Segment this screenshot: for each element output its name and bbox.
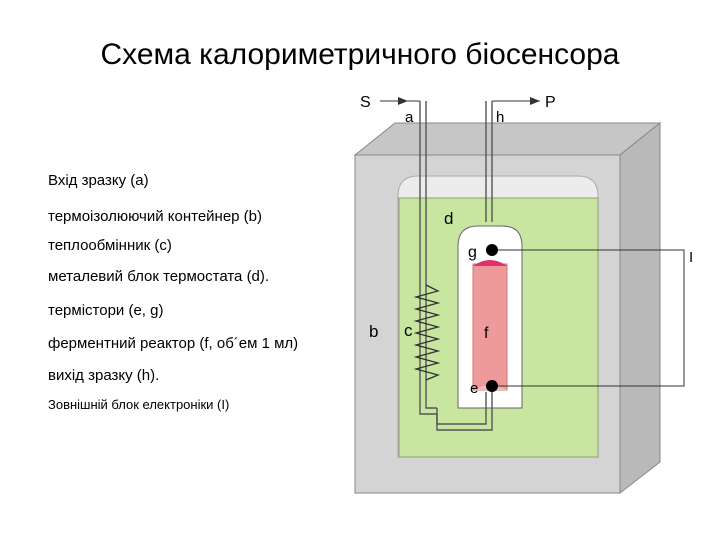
legend-item-electronics: Зовнішній блок електроніки (I) [48,397,230,412]
legend-item-sample-outlet: вихід зразку (h). [48,367,160,384]
lead-e [498,262,685,387]
label-g: g [468,244,477,261]
legend-item-sample-inlet: Вхід зразку (a) [48,172,149,189]
legend-item-heat-exchanger: теплообмінник (c) [48,237,172,254]
container-side-face [619,121,661,495]
thermistor-g [486,244,498,256]
inlet-tube-inner [425,101,437,409]
label-h: h [496,109,504,126]
label-f: f [484,325,489,342]
legend-item-thermostat-block: металевий блок термостата (d). [48,268,270,285]
lead-g [498,249,685,262]
label-a: a [405,109,414,126]
label-c: c [404,321,413,340]
inlet-tube [419,101,437,415]
legend-item-insulating-container: термоізолюючий контейнер (b) [48,208,263,225]
arrow-p-head [530,97,540,105]
container-top-face [353,122,662,156]
legend-item-thermistors: термістори (e, g) [48,302,164,319]
label-p: P [545,94,556,111]
inlet-link-2 [436,392,487,425]
legend-item-enzyme-reactor: ферментний реактор (f, об´ем 1 мл) [48,335,299,352]
enzyme-reactor [472,263,508,391]
label-d: d [444,209,453,228]
thermistor-e [486,380,498,392]
arrow-s-head [398,97,408,105]
label-i: I [689,249,693,266]
heat-exchanger-coil [413,284,441,381]
label-b: b [369,322,378,341]
label-e: e [470,380,478,397]
label-s: S [360,94,371,111]
page-title: Схема калориметричного біосенсора [100,38,620,71]
thermistor-g-cap [473,260,507,266]
